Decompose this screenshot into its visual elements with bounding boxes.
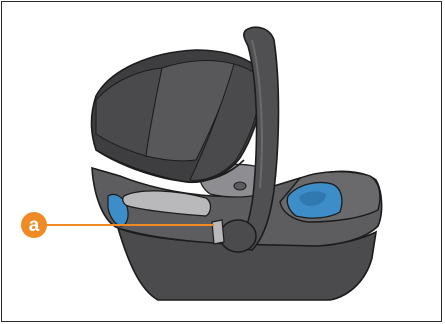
handle-pivot-hub [220,220,256,252]
callout-label-a: a [29,215,40,236]
handle-release-button [212,220,224,244]
seat-interior-button [234,182,246,190]
